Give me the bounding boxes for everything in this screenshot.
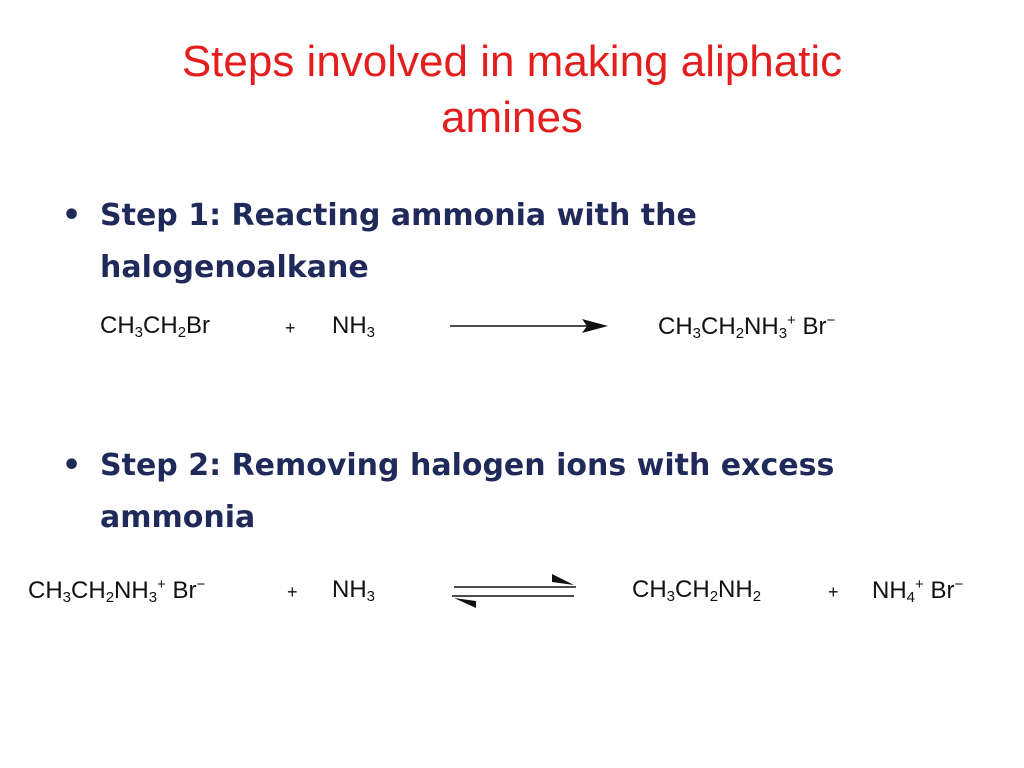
bullet-text: Step 1: Reacting ammonia with the haloge… xyxy=(100,190,697,294)
title-line-2: amines xyxy=(441,93,583,142)
step2-line-1: Step 2: Removing halogen ions with exces… xyxy=(100,448,835,483)
bullet-step-1: • Step 1: Reacting ammonia with the halo… xyxy=(62,190,962,300)
eq1-reactant-ammonia: NH3 xyxy=(332,312,376,341)
eq2-plus-1: + xyxy=(287,582,298,602)
eq1-plus: + xyxy=(285,318,296,338)
step1-line-1: Step 1: Reacting ammonia with the xyxy=(100,198,697,233)
eq2-product-ethylamine: CH3CH2NH2 xyxy=(632,576,762,605)
eq1-forward-arrow-icon xyxy=(450,319,608,333)
step2-line-2: ammonia xyxy=(100,500,256,535)
bullet-step-2: • Step 2: Removing halogen ions with exc… xyxy=(62,440,962,550)
eq2-reactant-ethylammonium-bromide: CH3CH2NH3+ Br− xyxy=(28,576,206,606)
slide-title: Steps involved in making aliphatic amine… xyxy=(90,34,934,146)
eq2-reactant-ammonia: NH3 xyxy=(332,576,376,605)
eq1-product-ethylammonium-bromide: CH3CH2NH3+ Br− xyxy=(658,312,836,342)
eq2-product-ammonium-bromide: NH4+ Br− xyxy=(872,576,964,606)
step1-line-2: halogenoalkane xyxy=(100,250,369,285)
eq2-plus-2: + xyxy=(828,582,839,602)
bullet-dot: • xyxy=(62,198,82,233)
bullet-dot: • xyxy=(62,448,82,483)
eq1-reactant-ethyl-bromide: CH3CH2Br xyxy=(100,312,211,341)
eq2-equilibrium-arrow-icon xyxy=(452,574,576,608)
bullet-text: Step 2: Removing halogen ions with exces… xyxy=(100,440,834,544)
title-line-1: Steps involved in making aliphatic xyxy=(181,37,843,86)
